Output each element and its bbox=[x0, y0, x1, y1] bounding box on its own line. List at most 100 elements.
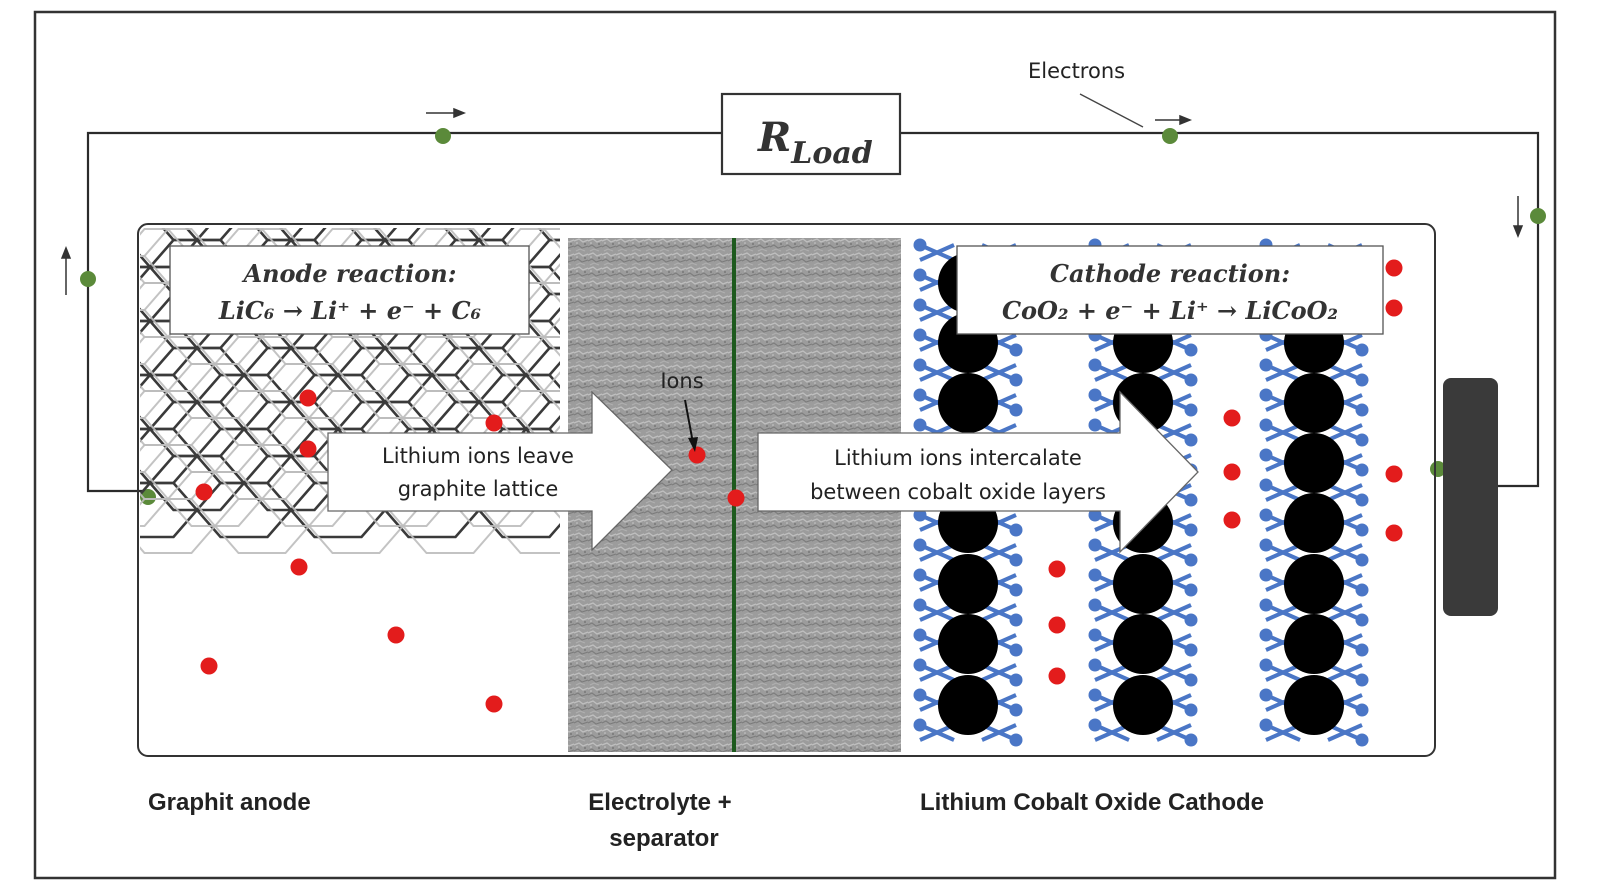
lithium-ion bbox=[290, 558, 308, 576]
oxygen-atom bbox=[913, 238, 927, 252]
cobalt-atom bbox=[938, 675, 998, 735]
oxygen-atom bbox=[1184, 433, 1198, 447]
oxygen-atom bbox=[913, 298, 927, 312]
oxygen-atom bbox=[1259, 448, 1273, 462]
oxygen-bond bbox=[1265, 543, 1301, 562]
circuit-wire-left bbox=[86, 131, 722, 493]
cathode-reaction-box: Cathode reaction: CoO₂ + e⁻ + Li⁺ → LiCo… bbox=[956, 245, 1384, 335]
lattice-hexagon bbox=[140, 307, 152, 335]
oxygen-atom bbox=[1009, 643, 1023, 657]
oxygen-bond bbox=[919, 603, 955, 622]
lithium-ion bbox=[688, 446, 706, 464]
cobalt-atom bbox=[1284, 433, 1344, 493]
oxygen-bond bbox=[981, 603, 1017, 622]
oxygen-atom bbox=[913, 508, 927, 522]
lithium-ions bbox=[195, 259, 1403, 713]
cell-frame bbox=[137, 223, 1436, 757]
oxygen-atom bbox=[1259, 508, 1273, 522]
oxygen-atom bbox=[1259, 538, 1273, 552]
oxygen-atom bbox=[1184, 733, 1198, 747]
oxygen-atom bbox=[913, 268, 927, 282]
oxygen-bond bbox=[919, 663, 955, 682]
oxygen-atom bbox=[1259, 628, 1273, 642]
cobalt-atom bbox=[938, 554, 998, 614]
oxygen-atom bbox=[1009, 583, 1023, 597]
oxygen-bond bbox=[981, 723, 1017, 742]
oxygen-atom bbox=[913, 538, 927, 552]
oxygen-atom bbox=[1184, 703, 1198, 717]
lattice-hexagon bbox=[443, 228, 515, 242]
lattice-hexagon bbox=[140, 253, 152, 281]
anode-reaction-title: Anode reaction: bbox=[241, 259, 456, 288]
cathode-arrow-line2: between cobalt oxide layers bbox=[810, 480, 1106, 504]
oxygen-atom bbox=[1088, 358, 1102, 372]
oxygen-atom bbox=[913, 358, 927, 372]
oxygen-bond bbox=[1265, 603, 1301, 622]
electrolyte-label-line2: separator bbox=[609, 825, 718, 852]
oxygen-atom bbox=[1355, 583, 1369, 597]
battery-terminal bbox=[1443, 378, 1498, 616]
anode-reaction-box: Anode reaction: LiC₆ → Li⁺ + e⁻ + C₆ bbox=[169, 245, 530, 335]
current-direction-arrows bbox=[60, 107, 1524, 295]
lithium-ion bbox=[1385, 465, 1403, 483]
lithium-ion bbox=[1223, 463, 1241, 481]
oxygen-bond bbox=[1265, 663, 1301, 682]
oxygen-atom bbox=[1009, 403, 1023, 417]
lattice-hexagon bbox=[27, 337, 121, 391]
oxygen-bond bbox=[1265, 423, 1301, 442]
oxygen-bond bbox=[919, 543, 955, 562]
oxygen-atom bbox=[1259, 718, 1273, 732]
cobalt-atom bbox=[1284, 675, 1344, 735]
cobalt-atom bbox=[1284, 554, 1344, 614]
cobalt-atom bbox=[1113, 614, 1173, 674]
oxygen-atom bbox=[1259, 418, 1273, 432]
lattice-hexagon bbox=[161, 228, 233, 242]
oxygen-bond bbox=[919, 243, 955, 262]
oxygen-atom bbox=[1088, 628, 1102, 642]
oxygen-bond bbox=[1327, 723, 1363, 742]
oxygen-atom bbox=[1009, 733, 1023, 747]
oxygen-bond bbox=[981, 363, 1017, 382]
oxygen-atom bbox=[1088, 418, 1102, 432]
oxygen-atom bbox=[1009, 553, 1023, 567]
oxygen-atom bbox=[1184, 493, 1198, 507]
oxygen-atom bbox=[1184, 643, 1198, 657]
oxygen-atom bbox=[913, 718, 927, 732]
cobalt-atom bbox=[1113, 554, 1173, 614]
oxygen-atom bbox=[1355, 373, 1369, 387]
lithium-ion bbox=[1385, 524, 1403, 542]
oxygen-atom bbox=[1184, 613, 1198, 627]
electrons-label: Electrons bbox=[1028, 59, 1125, 83]
lattice-hexagon bbox=[537, 228, 560, 242]
oxygen-atom bbox=[1088, 718, 1102, 732]
oxygen-atom bbox=[1184, 373, 1198, 387]
cobalt-atom bbox=[1284, 493, 1344, 553]
oxygen-bond bbox=[981, 543, 1017, 562]
oxygen-bond bbox=[1156, 603, 1192, 622]
oxygen-bond bbox=[1265, 363, 1301, 382]
oxygen-bond bbox=[1094, 603, 1130, 622]
oxygen-atom bbox=[913, 328, 927, 342]
electrolyte-to-cathode-arrow: Lithium ions intercalate between cobalt … bbox=[757, 390, 1199, 554]
lattice-hexagon bbox=[56, 186, 150, 240]
oxygen-atom bbox=[1355, 493, 1369, 507]
oxygen-atom bbox=[1088, 538, 1102, 552]
oxygen-bond bbox=[1327, 423, 1363, 442]
oxygen-bond bbox=[1094, 363, 1130, 382]
oxygen-atom bbox=[1184, 343, 1198, 357]
lattice-hexagon bbox=[140, 415, 152, 443]
oxygen-atom bbox=[913, 388, 927, 402]
lithium-ion bbox=[485, 695, 503, 713]
oxygen-atom bbox=[913, 598, 927, 612]
lattice-hexagon bbox=[27, 229, 121, 283]
lithium-ion bbox=[1385, 299, 1403, 317]
oxygen-atom bbox=[1009, 523, 1023, 537]
cobalt-atom bbox=[1284, 373, 1344, 433]
lithium-ion bbox=[195, 483, 213, 501]
cathode-label: Lithium Cobalt Oxide Cathode bbox=[920, 789, 1264, 816]
lattice-hexagon bbox=[27, 499, 121, 553]
oxygen-bond bbox=[1327, 543, 1363, 562]
oxygen-atom bbox=[1355, 643, 1369, 657]
oxygen-atom bbox=[1009, 343, 1023, 357]
